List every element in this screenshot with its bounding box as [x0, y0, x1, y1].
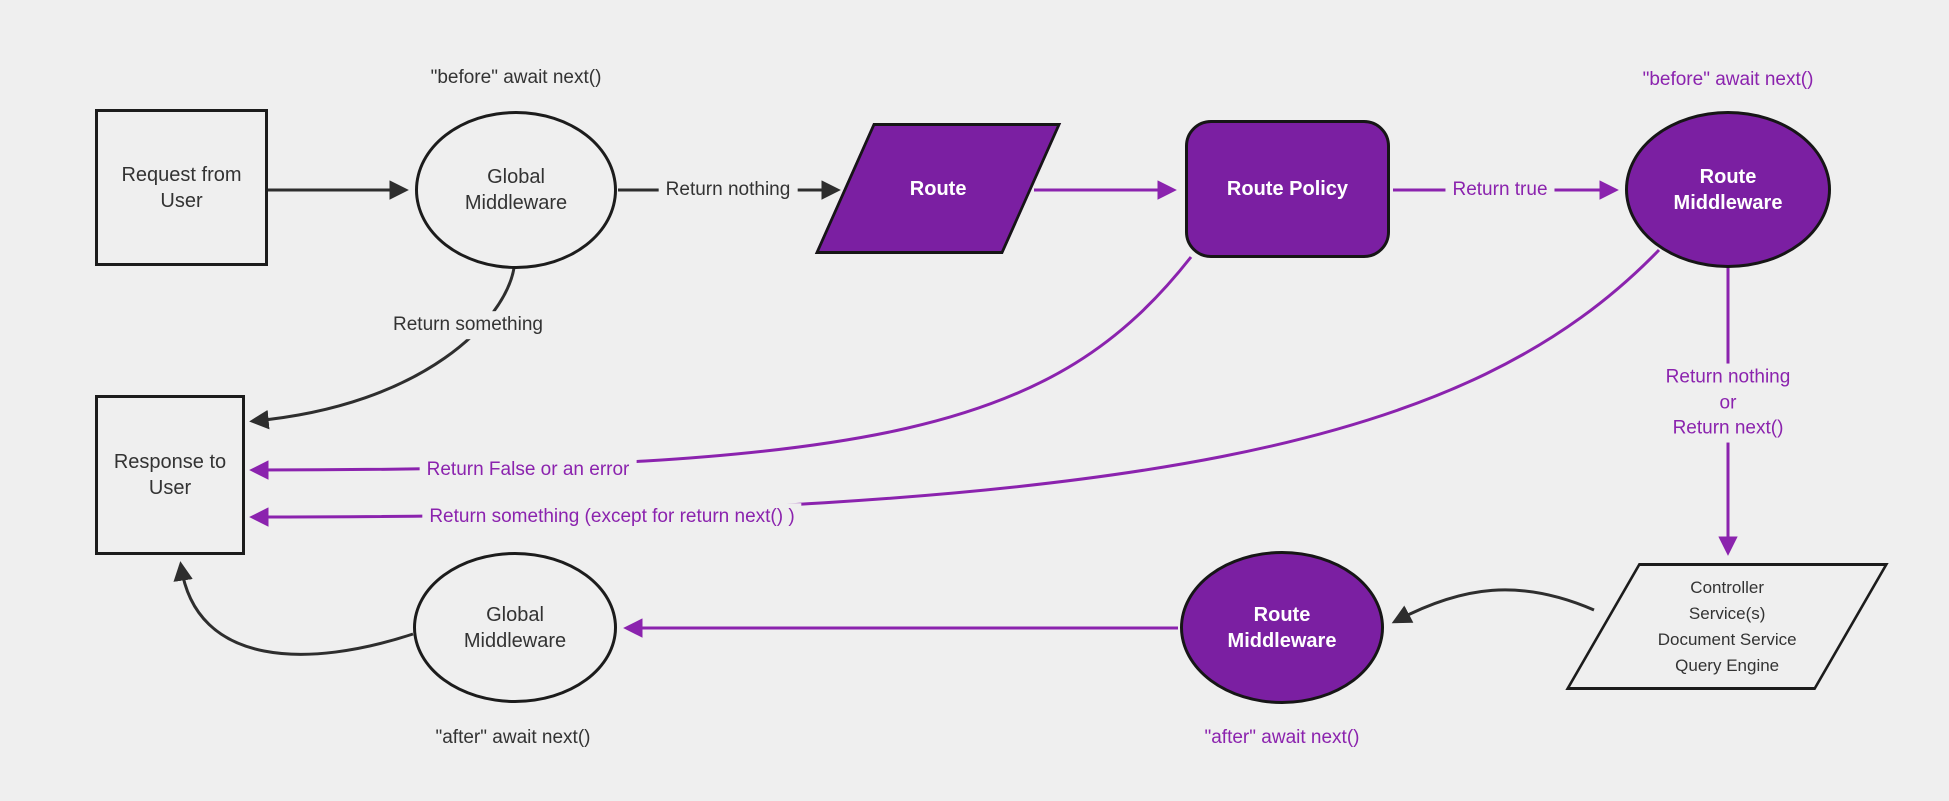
label-before-await-next-top: "before" await next() [430, 67, 602, 89]
label-return-nothing: Return nothing [658, 176, 798, 204]
label-return-false-or-error: Return False or an error [419, 456, 637, 484]
node-label: Route [909, 177, 967, 200]
node-route-policy: Route Policy [1185, 120, 1390, 258]
label-return-nothing-or-next: Return nothing or Return next() [1658, 363, 1798, 443]
node-label: Route Middleware [1227, 603, 1337, 652]
label-return-true: Return true [1445, 176, 1555, 204]
label-line: Return next() [1672, 417, 1784, 439]
label-return-something: Return something [386, 311, 550, 339]
edge-global-middleware-bottom-to-response [173, 561, 414, 656]
label-return-something-except: Return something (except for return next… [422, 503, 802, 531]
node-label: Route Middleware [1673, 165, 1783, 214]
node-route-middleware-top: Route Middleware [1625, 111, 1831, 268]
label-before-await-next-right: "before" await next() [1642, 69, 1814, 91]
label-line: or [1719, 392, 1737, 414]
label-after-await-next-mid: "after" await next() [1204, 727, 1360, 749]
node-route-middleware-bottom: Route Middleware [1180, 551, 1384, 704]
node-label: Global Middleware [463, 603, 567, 652]
edge-controller-to-route-middleware-bottom [1391, 588, 1595, 624]
controller-line: Service(s) [1688, 603, 1766, 623]
node-global-middleware-top: Global Middleware [415, 111, 617, 269]
node-response-to-user: Response to User [95, 395, 245, 555]
node-label: Request from User [121, 163, 242, 212]
label-line: Return nothing [1665, 366, 1791, 388]
node-request-from-user: Request from User [95, 109, 268, 266]
node-global-middleware-bottom: Global Middleware [413, 552, 617, 703]
controller-line: Document Service [1657, 629, 1797, 649]
controller-line: Query Engine [1675, 655, 1779, 675]
edge-return-false-to-response [249, 256, 1193, 480]
node-label: Global Middleware [464, 166, 568, 214]
edge-return-something-to-response [249, 267, 516, 430]
node-label: Route Policy [1226, 178, 1349, 200]
controller-line: Controller [1690, 577, 1764, 597]
node-label: Response to User [113, 451, 227, 499]
label-after-await-next-left: "after" await next() [435, 727, 591, 749]
